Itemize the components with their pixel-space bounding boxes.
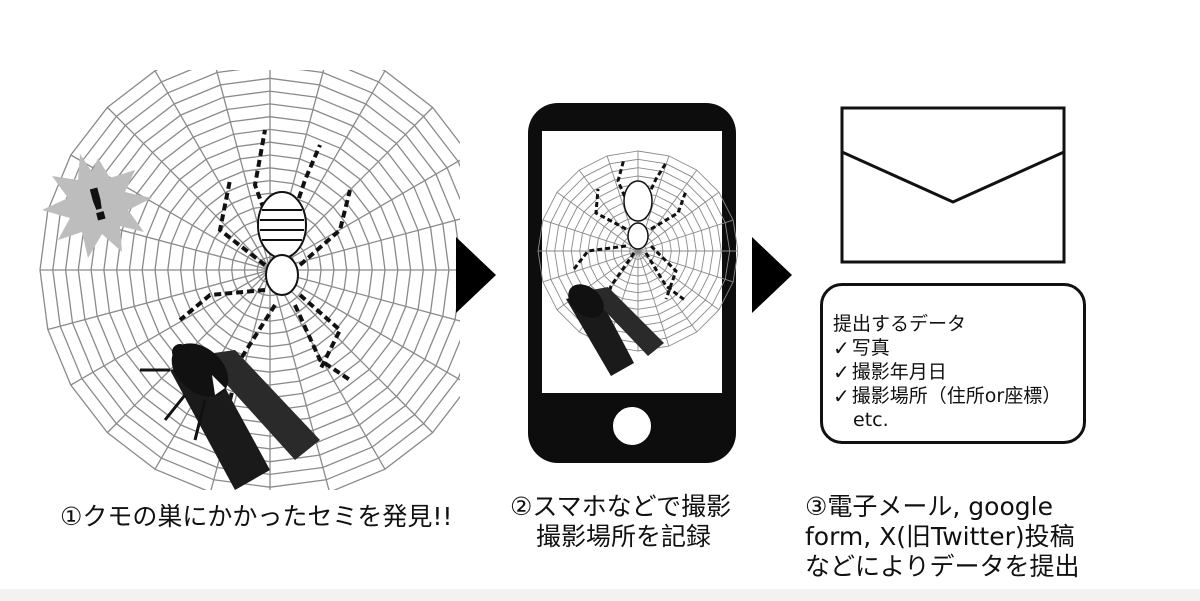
caption-step-2-line-2: 撮影場所を記録 [536,522,712,551]
cicada-icon [140,343,320,490]
bottom-band [0,589,1200,601]
caption-step-3-line-2: form, X(旧Twitter)投稿 [805,522,1075,551]
checkmark-icon: ✓ [833,336,850,360]
data-item-label: 撮影場所（住所or座標） [851,385,1062,407]
caption-step-3-line-3: などによりデータを提出 [805,552,1080,581]
checkmark-icon: ✓ [833,384,850,408]
caption-step-2-line-1: ②スマホなどで撮影 [510,492,732,521]
smartphone-icon [526,101,738,465]
data-item-etc: etc. [853,409,889,431]
arrow-right-icon [752,237,792,313]
submission-data-box: 提出するデータ ✓ 写真 ✓ 撮影年月日 ✓ 撮影場所（住所or座標） etc. [820,283,1086,444]
caption-step-2: ②スマホなどで撮影 撮影場所を記録 [510,492,731,552]
data-item-date: ✓ 撮影年月日 [833,360,1073,384]
data-item-label: 写真 [851,337,890,359]
caption-step-3: ③電子メール, google form, X(旧Twitter)投稿 などにより… [805,492,1080,582]
caption-step-1: ①クモの巣にかかったセミを発見!! [60,502,452,532]
data-box-title: 提出するデータ [833,313,967,335]
envelope-icon [840,106,1066,264]
spider-abdomen [257,191,307,259]
data-item-label: 撮影年月日 [851,361,947,383]
caption-step-1-line-1: ①クモの巣にかかったセミを発見!! [60,502,453,531]
burst-alert-icon: ! [42,154,152,258]
caption-step-3-line-1: ③電子メール, google [805,492,1053,521]
web-scene: ! [20,70,460,490]
arrow-right-icon [456,237,496,313]
data-item-location: ✓ 撮影場所（住所or座標） [833,384,1073,408]
checkmark-icon: ✓ [833,360,850,384]
spider-web-icon: ! [39,70,460,490]
data-item-photo: ✓ 写真 [833,336,1073,360]
home-button[interactable] [611,405,653,447]
